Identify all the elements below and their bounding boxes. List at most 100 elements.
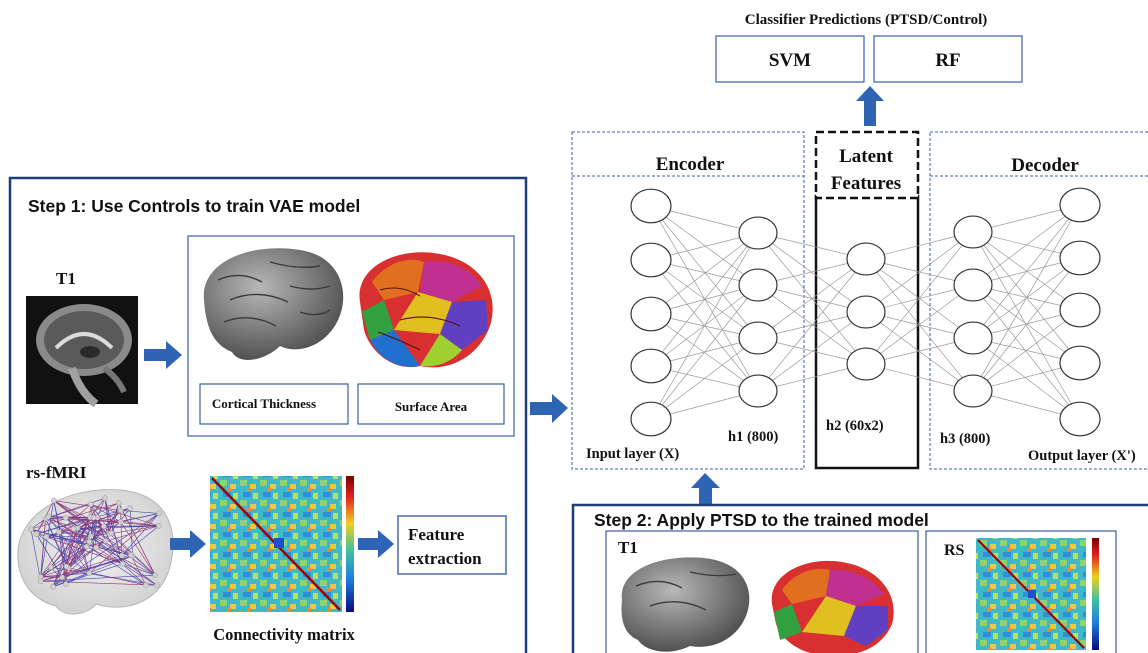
network-node bbox=[1059, 240, 1101, 276]
latent-panel: Latent Features bbox=[814, 130, 920, 470]
latent-title-line1: Latent bbox=[839, 146, 894, 167]
network-link bbox=[53, 500, 121, 511]
brain-surface-gray-image bbox=[203, 248, 344, 360]
step2-connectivity-matrix-image bbox=[976, 538, 1099, 650]
network-link bbox=[45, 518, 67, 567]
network-region-dot bbox=[127, 505, 134, 511]
network-link bbox=[120, 521, 156, 576]
network-node bbox=[1059, 187, 1101, 223]
encoder-title: Encoder bbox=[656, 154, 725, 175]
feature-extraction-line2: extraction bbox=[408, 549, 482, 568]
network-link bbox=[120, 513, 160, 523]
output-layer-label: Output layer (X') bbox=[1028, 448, 1136, 464]
network-node bbox=[630, 401, 672, 437]
network-link bbox=[68, 517, 91, 568]
network-link bbox=[93, 507, 131, 519]
network-node bbox=[738, 321, 778, 355]
t1-label: T1 bbox=[56, 269, 76, 288]
latent-title-line2: Features bbox=[831, 173, 901, 194]
cortical-thickness-label: Cortical Thickness bbox=[212, 396, 316, 411]
arrow-matrix-to-extraction bbox=[358, 530, 394, 558]
network-region-dot bbox=[56, 529, 62, 536]
arrow-latent-to-classifier bbox=[856, 86, 884, 126]
connectivity-matrix-label: Connectivity matrix bbox=[213, 625, 355, 644]
network-link bbox=[89, 513, 160, 574]
surface-features-panel bbox=[187, 235, 515, 437]
network-link bbox=[89, 498, 106, 518]
network-link bbox=[53, 500, 156, 576]
network-link bbox=[61, 528, 78, 578]
network-region-dot bbox=[128, 552, 134, 558]
network-region-dot bbox=[45, 513, 52, 520]
network-region-dot bbox=[28, 526, 34, 532]
network-edge bbox=[972, 204, 1081, 339]
network-node bbox=[630, 188, 672, 224]
decoder-panel: Decoder bbox=[929, 131, 1148, 470]
network-edge bbox=[757, 232, 867, 313]
network-link bbox=[40, 555, 133, 582]
network-node bbox=[953, 215, 993, 249]
network-edge bbox=[757, 258, 867, 339]
network-region-dot bbox=[93, 544, 100, 551]
network-region-dot bbox=[47, 564, 54, 570]
step2-rs-label: RS bbox=[944, 542, 965, 559]
network-edge bbox=[757, 258, 867, 392]
network-link bbox=[90, 536, 157, 586]
h1-label: h1 (800) bbox=[728, 429, 779, 445]
network-region-dot bbox=[156, 523, 162, 529]
cortical-thickness-box bbox=[199, 383, 349, 425]
network-link bbox=[40, 528, 74, 578]
network-region-dot bbox=[50, 583, 56, 590]
network-link bbox=[61, 536, 92, 578]
network-link bbox=[104, 498, 123, 564]
network-link bbox=[40, 518, 46, 577]
network-node bbox=[846, 347, 886, 381]
network-region-dot bbox=[102, 538, 109, 544]
network-edge bbox=[865, 311, 974, 392]
network-node bbox=[630, 296, 672, 332]
connectivity-matrix-image bbox=[210, 476, 354, 612]
network-edge bbox=[650, 205, 759, 339]
network-link bbox=[120, 510, 160, 514]
network-node bbox=[846, 295, 886, 329]
network-link bbox=[121, 525, 160, 556]
network-edge bbox=[650, 232, 759, 367]
network-link bbox=[121, 513, 160, 556]
network-edge bbox=[972, 257, 1081, 392]
network-link bbox=[130, 508, 133, 557]
network-node bbox=[738, 268, 778, 302]
rf-label: RF bbox=[935, 50, 960, 71]
network-edge bbox=[650, 205, 759, 392]
network-node bbox=[953, 268, 993, 302]
network-edge bbox=[865, 231, 974, 313]
network-link bbox=[48, 516, 90, 542]
step1-panel bbox=[8, 176, 528, 653]
input-layer-label: Input layer (X) bbox=[586, 446, 679, 462]
network-link bbox=[89, 541, 156, 576]
network-link bbox=[65, 572, 90, 585]
network-region-dot bbox=[43, 534, 50, 540]
network-link bbox=[68, 567, 146, 586]
network-edge bbox=[650, 205, 759, 286]
network-node bbox=[738, 374, 778, 408]
network-link bbox=[96, 547, 157, 586]
step2-panel bbox=[571, 503, 1148, 653]
network-region-dot bbox=[88, 533, 94, 540]
network-node bbox=[630, 348, 672, 384]
network-edge bbox=[865, 284, 974, 365]
network-region-dot bbox=[87, 501, 94, 508]
network-region-dot bbox=[108, 530, 115, 536]
network-edge bbox=[650, 232, 759, 420]
network-link bbox=[90, 536, 132, 556]
brain-parcellation-image bbox=[359, 252, 493, 368]
network-node bbox=[1059, 292, 1101, 328]
network-region-dot bbox=[119, 552, 125, 559]
network-region-dot bbox=[156, 510, 162, 517]
network-link bbox=[73, 528, 90, 574]
network-link bbox=[73, 525, 159, 530]
network-region-dot bbox=[86, 538, 92, 545]
network-region-dot bbox=[63, 563, 70, 570]
network-region-dot bbox=[50, 497, 57, 504]
feature-extraction-box bbox=[397, 515, 507, 575]
